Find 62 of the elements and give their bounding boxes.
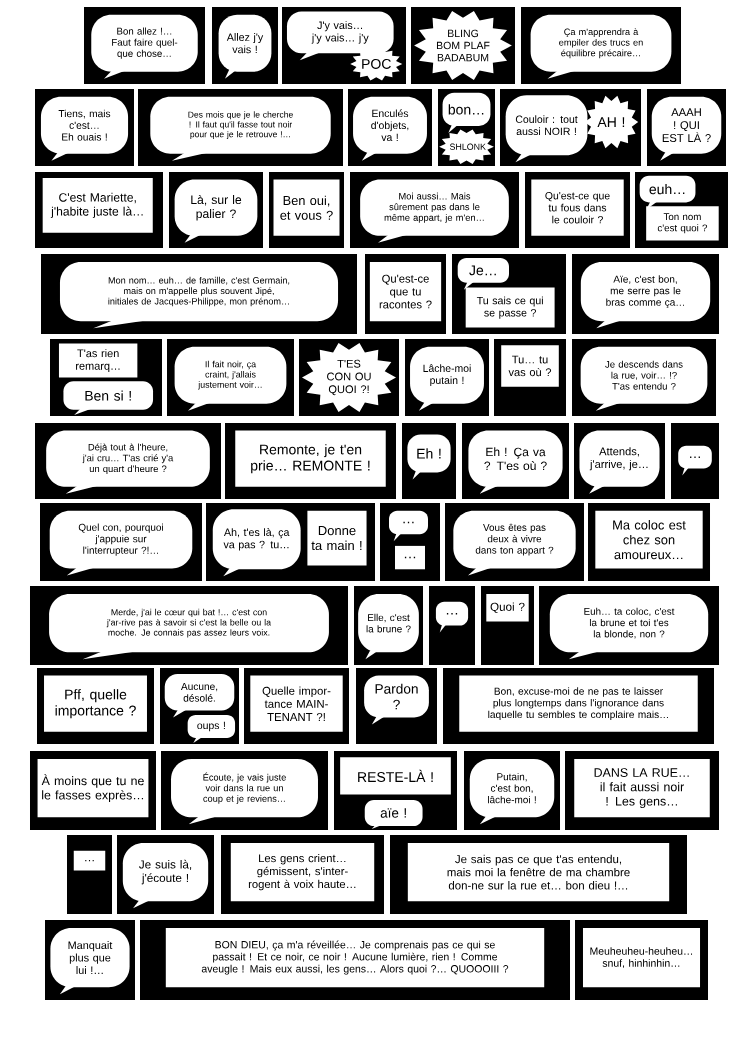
speech-box: Pff, quelle importance ? xyxy=(44,675,147,732)
sound-effect-burst: SHLONK xyxy=(439,129,494,164)
speech-bubble: Euh… ta coloc, c'est la brune et toi t'es la blonde, non ? xyxy=(549,593,709,660)
speech-bubble: Ça m'apprendra à empiler des trucs en équilibre précaire… xyxy=(530,14,672,79)
speech-bubble: Eh ! Ça va ? T'es où ? xyxy=(468,430,563,494)
speech-box: T'as rien remarq… xyxy=(58,343,138,378)
speech-box: C'est Mariette, j'habite juste là… xyxy=(42,178,153,233)
sound-effect-burst: BLING BOM PLAF BADABUM xyxy=(414,10,512,80)
speech-bubble: Mon nom… euh… de famille, c'est Germain, mais on m'appelle plus souvent Jipé, initiales de Jacques-Philippe, mon prénom… xyxy=(59,262,339,329)
speech-box: À moins que tu ne le fasses exprès… xyxy=(37,758,149,818)
speech-bubble: bon… xyxy=(442,92,491,133)
speech-bubble: Manquait plus que lui !… xyxy=(50,928,130,995)
speech-box: … xyxy=(395,545,425,570)
speech-bubble: … xyxy=(678,445,712,476)
speech-bubble: Aïe, c'est bon, me serre pas le bras comme ça… xyxy=(580,262,711,329)
sound-effect-burst: T'ES CON OU QUOI ?! xyxy=(302,342,396,412)
speech-box: Meuheuheu-heuheu… snuf, hinhinhin… xyxy=(583,928,701,988)
speech-bubble: Moi aussi… Mais sûrement pas dans le même appart, je m'en… xyxy=(360,179,509,243)
speech-box: Qu'est-ce que tu racontes ? xyxy=(369,262,442,322)
speech-bubble: Merde, j'ai le cœur qui bat !… c'est con j'ar-rive pas à savoir si c'est la belle ou la moche. Je connais pas assez leurs voix. xyxy=(49,593,329,660)
speech-box: Qu'est-ce que tu fous dans le couloir ? xyxy=(531,179,624,236)
speech-bubble: Eh ! xyxy=(407,434,451,480)
node-label: Aucune, désolé. xyxy=(180,682,218,702)
sound-effect-burst: POC xyxy=(350,47,403,81)
speech-box: Ton nom c'est quoi ? xyxy=(646,206,719,241)
speech-bubble: Bon allez !… Faut faire quel-que chose… xyxy=(91,14,198,79)
speech-bubble: Ah, t'es là, ça va pas ? tu… xyxy=(212,509,301,577)
speech-box: RESTE-LÀ ! xyxy=(340,757,451,795)
speech-bubble: oups ! xyxy=(187,715,236,743)
speech-bubble: Je… xyxy=(457,258,509,290)
sound-effect-burst: AH ! xyxy=(584,95,639,149)
speech-bubble: … xyxy=(435,601,469,633)
speech-bubble: Il fait noir, ça craint, j'allais justement voir… xyxy=(174,346,287,411)
speech-bubble: Je descends dans la rue, voir… !? T'as entendu ? xyxy=(580,346,708,411)
speech-box: Remonte, je t'en prie… REMONTE ! xyxy=(235,430,386,487)
speech-box: Tu… tu vas où ? xyxy=(501,345,559,387)
speech-bubble: Aucune, désolé. xyxy=(164,674,235,718)
speech-bubble: … xyxy=(389,510,428,542)
speech-bubble: Écoute, je vais juste voir dans la rue un coup et je reviens… xyxy=(171,758,318,825)
speech-bubble: Des mois que je le cherche ! Il faut qu'il fasse tout noir pour que je le retrouve !… xyxy=(150,96,331,161)
node-label: Je… xyxy=(469,265,496,276)
speech-box: DANS LA RUE… il fait aussi noir ! Les gens… xyxy=(574,758,710,818)
speech-box: Tu sais ce qui se passe ? xyxy=(465,287,555,328)
speech-box: Donne ta main ! xyxy=(307,510,367,566)
speech-bubble: Attends, j'arrive, je… xyxy=(579,430,660,494)
speech-bubble: Couloir : tout aussi NOIR ! xyxy=(505,95,588,163)
node-label: POC xyxy=(362,59,391,69)
node-label: euh… xyxy=(649,183,685,195)
speech-bubble: Déjà tout à l'heure, j'ai cru… T'as crié y'a un quart d'heure ? xyxy=(46,430,210,494)
speech-box: Ma coloc est chez son amoureux… xyxy=(595,510,703,569)
speech-box: Les gens crient… gémissent, s'inter-rogent à voix haute… xyxy=(230,842,375,902)
speech-box: Je sais pas ce que t'as entendu, mais moi la fenêtre de ma chambre don-ne sur la rue et… bon dieu !… xyxy=(407,842,670,902)
speech-bubble: Ben si ! xyxy=(63,381,154,415)
speech-bubble: Quel con, pourquoi j'appuie sur l'interrupteur ?!… xyxy=(49,510,193,576)
speech-box: Bon, excuse-moi de ne pas te laisser plus longtemps dans l'ignorance dans laquelle tu sembles te complaire mais… xyxy=(459,675,698,732)
speech-bubble: Vous êtes pas deux à vivre dans ton appart ? xyxy=(453,510,576,576)
speech-bubble: Allez j'y vais ! xyxy=(218,14,272,79)
speech-bubble: euh… xyxy=(639,175,696,210)
speech-box: Quoi ? xyxy=(486,593,529,622)
speech-box: Quelle impor-tance MAIN-TENANT ?! xyxy=(250,675,343,732)
speech-box: BON DIEU, ça m'a réveillée… Je comprenais pas ce qui se passait ! Et ce noir, ce noir ! Aucune lumière, rien ! Comme aveugle ! Mais eux aussi, les gens… Alors quoi ?… QUOOOIII ? xyxy=(165,928,545,988)
speech-box: Ben oui, et vous ? xyxy=(273,179,340,236)
